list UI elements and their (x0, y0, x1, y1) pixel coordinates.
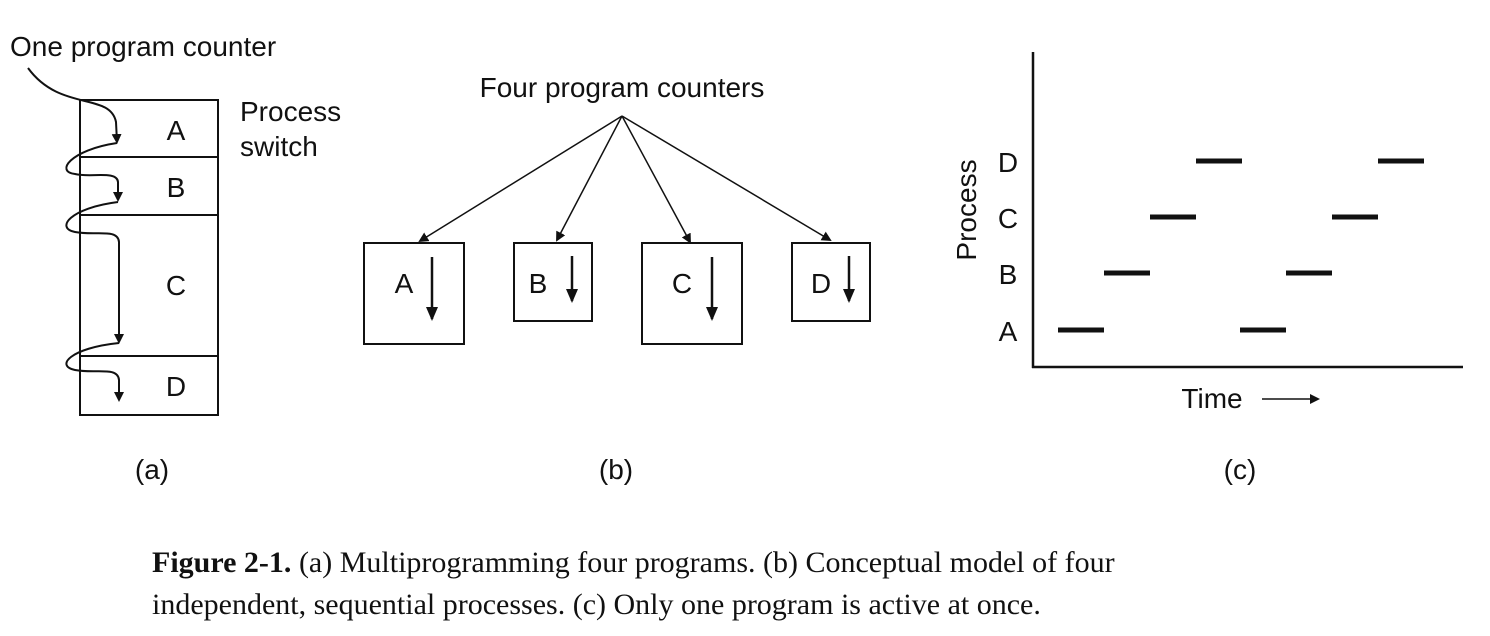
figure-caption: Figure 2-1. (a) Multiprogramming four pr… (152, 542, 1452, 626)
program-counter-path (27, 67, 124, 402)
process-box-b-label: B (529, 268, 548, 299)
caption-b: (b) (599, 454, 633, 485)
process-tick-c: C (998, 203, 1018, 234)
panel-a: One program counter A B C D Process swit… (10, 31, 341, 485)
panel-b: Four program counters A B C D (b) (363, 72, 871, 485)
segment-a-label: A (167, 115, 186, 146)
counter-arrow-b (556, 115, 623, 242)
process-box-d-label: D (811, 268, 831, 299)
process-box-a: A (363, 242, 465, 345)
segment-c-label: C (166, 270, 186, 301)
segment-b-label: B (167, 172, 186, 203)
counter-arrows (418, 115, 832, 244)
caption-c: (c) (1224, 454, 1257, 485)
y-axis-label: Process (951, 159, 982, 260)
process-box-a-label: A (395, 268, 414, 299)
memory-box (79, 99, 219, 416)
figure-caption-line1: Figure 2-1. (a) Multiprogramming four pr… (152, 542, 1452, 584)
process-box-c-label: C (672, 268, 692, 299)
process-switch-label-line2: switch (240, 131, 318, 162)
panel-c: Process A B C D Time (c) (951, 52, 1463, 485)
one-program-counter-label: One program counter (10, 31, 276, 62)
pc-arrow-to-d (65, 342, 124, 402)
process-tick-d: D (998, 147, 1018, 178)
pc-arrow-to-b (65, 142, 123, 202)
process-tick-b: B (999, 259, 1018, 290)
segment-d-label: D (166, 371, 186, 402)
time-slices (1058, 158, 1424, 333)
four-program-counters-label: Four program counters (480, 72, 765, 103)
caption-a: (a) (135, 454, 169, 485)
counter-arrow-c (621, 115, 691, 244)
process-box-c: C (641, 242, 743, 345)
process-switch-label-line1: Process (240, 96, 341, 127)
process-box-d: D (791, 242, 871, 322)
x-axis-label: Time (1181, 383, 1242, 414)
memory-column (79, 99, 219, 416)
pc-arrow-to-c (65, 201, 124, 344)
figure-caption-text1: (a) Multiprogramming four programs. (b) … (298, 546, 1115, 579)
figure-caption-line2: independent, sequential processes. (c) O… (152, 588, 1041, 621)
counter-arrow-d (621, 115, 832, 242)
pc-arrow-to-a (27, 67, 122, 144)
timeline-axes (1031, 52, 1463, 369)
counter-arrow-a (418, 115, 623, 243)
figure-caption-label: Figure 2-1. (152, 546, 292, 579)
process-tick-a: A (999, 316, 1018, 347)
process-box-b: B (513, 242, 593, 322)
